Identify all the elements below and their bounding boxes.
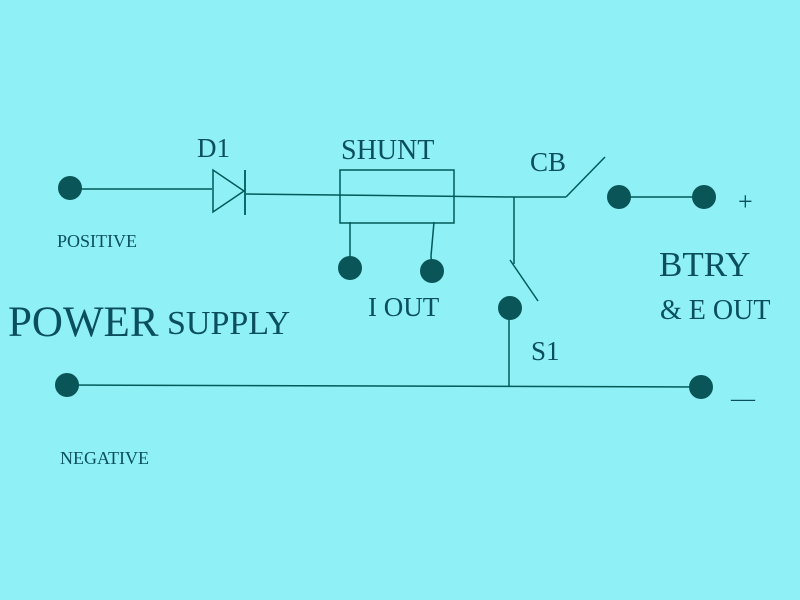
label-supply: SUPPLY: [167, 305, 290, 342]
terminal-negative: [55, 373, 79, 397]
label-shunt: SHUNT: [341, 135, 434, 166]
terminal-cb-output: [607, 185, 631, 209]
terminal-battery-positive: [692, 185, 716, 209]
label-minus: __: [730, 378, 756, 404]
label-e-out: & E OUT: [660, 295, 770, 326]
label-d1: D1: [197, 133, 230, 163]
label-plus: +: [738, 187, 753, 216]
cb-switch-blade: [565, 156, 606, 198]
terminal-positive: [58, 176, 82, 200]
terminal-battery-negative: [689, 375, 713, 399]
terminal-i-out-right: [420, 259, 444, 283]
terminal-s1: [498, 296, 522, 320]
shunt-resistor-box: [339, 169, 455, 224]
diode-anode-triangle: [212, 168, 246, 214]
wire-shunt-right-tap-upper: [430, 221, 435, 257]
wire-negative-rail: [66, 384, 701, 388]
terminal-i-out-left: [338, 256, 362, 280]
label-power: POWER: [8, 299, 159, 346]
wire-diode-to-junction: [245, 193, 515, 198]
s1-switch-blade: [509, 259, 539, 302]
label-s1: S1: [531, 336, 560, 366]
label-btry: BTRY: [659, 245, 750, 284]
label-positive: POSITIVE: [57, 231, 137, 251]
label-cb: CB: [530, 147, 566, 177]
label-i-out: I OUT: [368, 292, 440, 322]
label-negative: NEGATIVE: [60, 448, 149, 468]
diode-d1-symbol: [212, 168, 246, 215]
